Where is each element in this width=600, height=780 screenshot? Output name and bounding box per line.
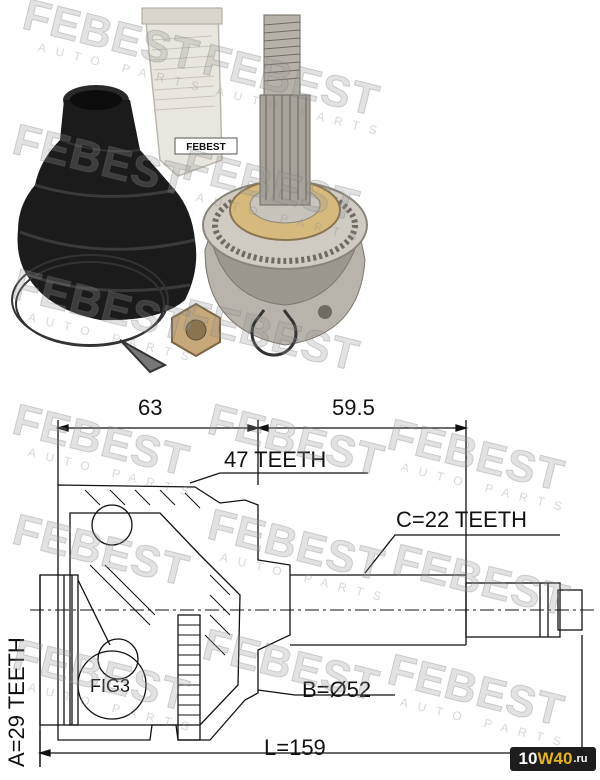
- product-photo: FEBEST: [0, 0, 380, 395]
- grease-tube: FEBEST: [141, 7, 238, 177]
- diameter-label: B=Ø52: [302, 677, 372, 702]
- circlip: [250, 309, 298, 357]
- splined-shaft: [259, 14, 311, 206]
- housing-outline: [57, 484, 291, 741]
- tube-label: FEBEST: [186, 142, 225, 153]
- dim-left-label: 63: [138, 395, 163, 420]
- site-badge-part3: .ru: [573, 753, 588, 765]
- diameter-leader: [257, 689, 395, 696]
- clamp-band: [11, 254, 169, 374]
- teeth-shaft-leader: [364, 534, 560, 574]
- hex-nut: [171, 302, 221, 358]
- length-label: L=159: [264, 735, 326, 760]
- teeth-shaft-label: C=22 TEETH: [396, 507, 528, 532]
- dim-right-label: 59.5: [332, 395, 375, 420]
- fig-label: FIG3: [90, 676, 131, 696]
- teeth-abs-leader: [189, 472, 368, 484]
- fig-leader: [77, 579, 111, 646]
- site-badge-part1: 10: [518, 749, 538, 768]
- cv-joint-kit-illustration: FEBEST: [11, 7, 368, 374]
- site-badge-part2: W40: [537, 749, 573, 768]
- teeth-abs-label: 47 TEETH: [224, 447, 327, 472]
